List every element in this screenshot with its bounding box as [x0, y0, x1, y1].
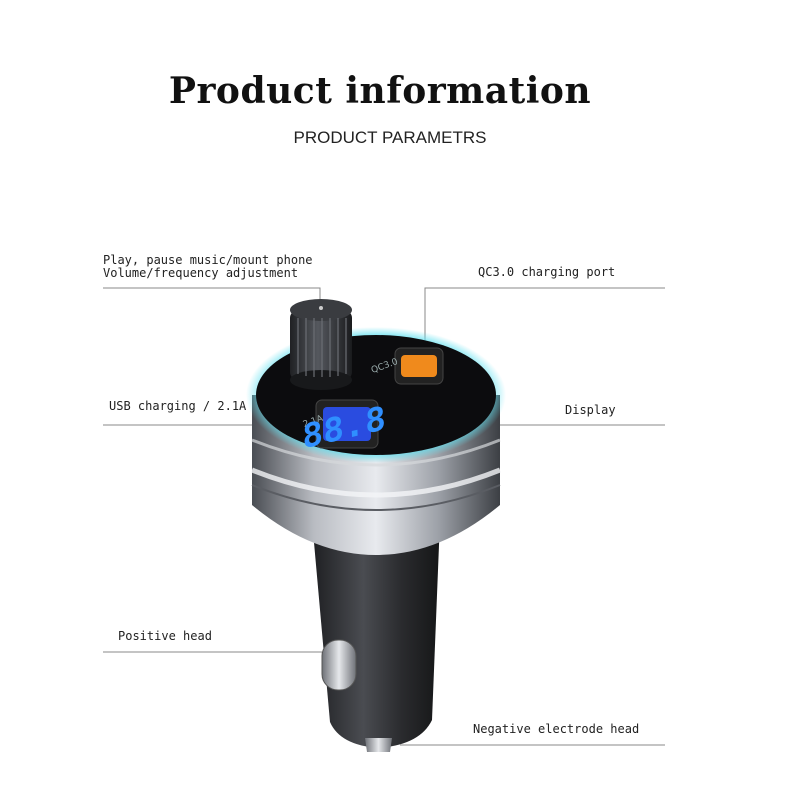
- knob-callout-line: [103, 287, 321, 305]
- page-title: Product information: [168, 70, 592, 112]
- qc-charging-port: [401, 355, 437, 377]
- usb-port-label: USB charging / 2.1A: [109, 399, 247, 413]
- negative-electrode-tip: [365, 738, 392, 752]
- usb-charging-port: [323, 407, 371, 441]
- positive-head-contact: [321, 639, 357, 691]
- knob-callout-label-2: Volume/frequency adjustment: [103, 266, 299, 280]
- knob-callout-label-1: Play, pause music/mount phone: [103, 253, 313, 267]
- qc-port-callout-line: [424, 287, 665, 345]
- positive-head-label: Positive head: [118, 629, 212, 643]
- page-subtitle: PRODUCT PARAMETRS: [293, 128, 487, 147]
- plug-body: [312, 520, 440, 752]
- qc-port-label: QC3.0 charging port: [478, 265, 616, 279]
- control-knob: [290, 299, 352, 390]
- negative-head-label: Negative electrode head: [473, 722, 640, 736]
- display-label: Display: [565, 403, 616, 417]
